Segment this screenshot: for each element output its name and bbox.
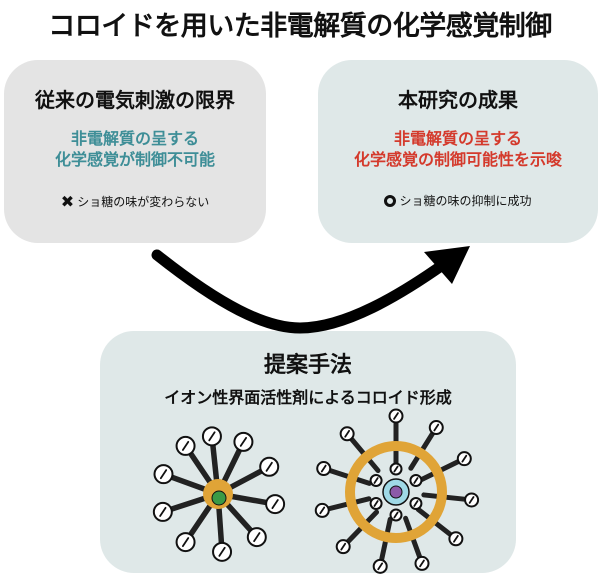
conventional-limit-note: ✖ ショ糖の味が変わらない xyxy=(4,192,266,211)
surfactant-colloid-layered-icon xyxy=(314,408,480,574)
conventional-limit-line-2: 化学感覚が制御不可能 xyxy=(54,150,215,169)
ion-head-icon xyxy=(175,532,196,553)
surfactant-tail xyxy=(319,496,372,513)
ion-head-icon xyxy=(259,456,280,477)
inner-ion-head-icon xyxy=(369,497,383,510)
research-result-note: ショ糖の味の抑制に成功 xyxy=(318,192,598,209)
ion-head-icon xyxy=(372,558,388,574)
ion-head-icon xyxy=(153,464,174,485)
surfactant-tail xyxy=(377,516,393,569)
ion-head-icon xyxy=(448,531,464,547)
sucrose-molecule-icon xyxy=(211,490,227,506)
ion-head-icon xyxy=(339,426,355,442)
research-result-panel: 本研究の成果 非電解質の呈する 化学感覚の制御可能性を示唆 ショ糖の味の抑制に成… xyxy=(318,60,598,243)
conventional-limit-note-text: ショ糖の味が変わらない xyxy=(77,195,210,209)
proposed-method-heading: 提案手法 xyxy=(263,353,352,378)
cross-icon: ✖ xyxy=(60,192,75,211)
circle-icon xyxy=(384,194,397,207)
ion-head-icon xyxy=(316,461,332,477)
sucrose-molecule-icon xyxy=(389,485,403,499)
ion-head-icon xyxy=(201,426,222,447)
inner-ion-head-icon xyxy=(389,508,403,522)
conventional-limit-line-1: 非電解質の呈する xyxy=(70,129,199,148)
flow-arrow xyxy=(151,249,450,334)
conventional-limit-heading: 従来の電気刺激の限界 xyxy=(35,88,235,112)
ion-head-icon xyxy=(175,435,196,456)
ion-head-icon xyxy=(388,408,404,424)
ion-head-icon xyxy=(152,501,173,522)
surfactant-tail xyxy=(344,431,381,474)
research-result-line-1: 非電解質の呈する xyxy=(393,129,522,148)
surfactant-tail xyxy=(321,466,372,486)
surfactant-tail xyxy=(421,492,475,503)
colloid-shell-ring xyxy=(345,441,447,543)
conventional-limit-statement: 非電解質の呈する 化学感覚が制御不可能 xyxy=(4,128,266,170)
ion-head-icon xyxy=(265,494,286,515)
ion-head-icon xyxy=(212,541,233,562)
surfactant-tail xyxy=(408,425,439,471)
ion-head-icon xyxy=(414,555,430,571)
ion-head-icon xyxy=(428,420,444,436)
flow-arrowhead xyxy=(424,246,470,284)
inner-ion-head-icon xyxy=(389,462,403,476)
page-title: コロイドを用いた非電解質の化学感覚制御 xyxy=(48,11,552,42)
surfactant-tail xyxy=(403,515,425,566)
inner-ion-head-icon xyxy=(409,474,423,487)
surfactant-tail xyxy=(418,456,467,483)
surfactant-colloid-single-icon xyxy=(152,426,286,562)
inner-ion-head-icon xyxy=(409,497,423,510)
surfactant-tail xyxy=(340,509,380,550)
inner-ion-head-icon xyxy=(369,474,383,487)
ion-head-icon xyxy=(456,451,472,467)
research-result-line-2: 化学感覚の制御可能性を示唆 xyxy=(353,150,562,169)
research-result-note-text: ショ糖の味の抑制に成功 xyxy=(399,194,532,208)
ion-head-icon xyxy=(314,502,330,518)
ion-head-icon xyxy=(246,527,267,548)
ion-head-icon xyxy=(233,431,254,452)
proposed-method-description: イオン性界面活性剤によるコロイド形成 xyxy=(164,388,452,407)
research-result-statement: 非電解質の呈する 化学感覚の制御可能性を示唆 xyxy=(318,128,598,170)
ion-head-icon xyxy=(335,539,351,555)
research-result-heading: 本研究の成果 xyxy=(398,88,518,112)
conventional-limit-panel: 従来の電気刺激の限界 非電解質の呈する 化学感覚が制御不可能 ✖ ショ糖の味が変… xyxy=(4,60,266,243)
ion-head-icon xyxy=(464,492,480,508)
surfactant-tail xyxy=(415,506,459,542)
